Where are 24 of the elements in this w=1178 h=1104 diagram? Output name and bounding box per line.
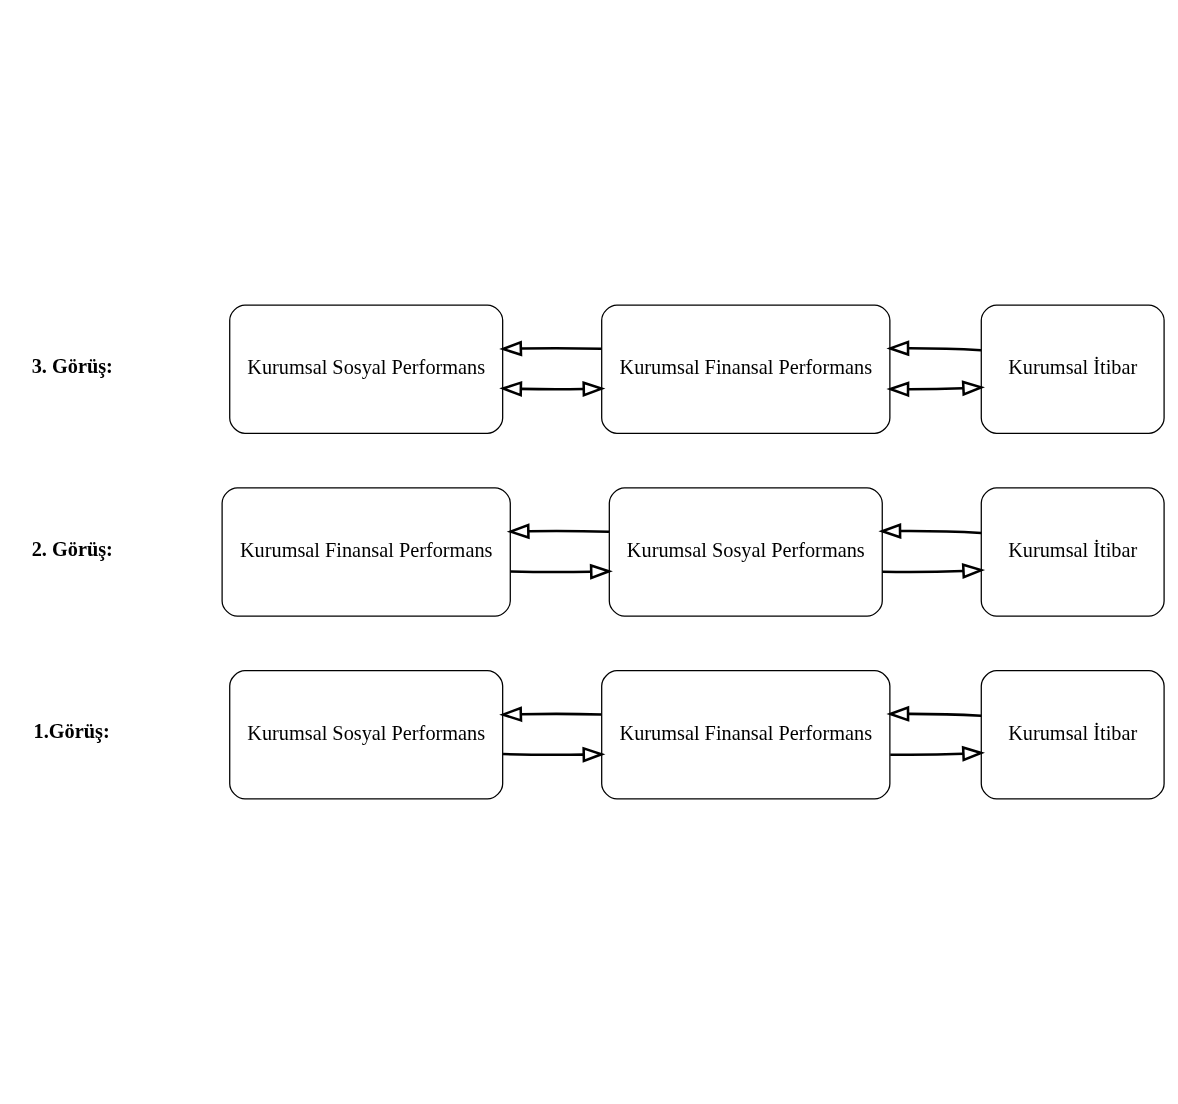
arrow [890,745,985,762]
node-box: Kurumsal Finansal Performans [601,670,891,800]
node-box: Kurumsal Sosyal Performans [229,304,504,434]
node-box: Kurumsal Sosyal Performans [229,670,504,800]
arrow [506,523,610,540]
arrow [886,340,982,357]
arrow [886,380,985,398]
node-box: Kurumsal Finansal Performans [221,487,511,617]
arrow [499,340,602,357]
node-box: Kurumsal İtibar [980,304,1165,434]
arrow [499,380,606,398]
node-box: Kurumsal İtibar [980,487,1165,617]
node-box: Kurumsal Sosyal Performans [608,487,883,617]
node-box: Kurumsal Finansal Performans [601,304,891,434]
arrow [886,705,982,722]
arrow [878,523,982,540]
node-box: Kurumsal İtibar [980,670,1165,800]
label: 3. Görüş: [31,354,113,377]
arrow [882,563,986,579]
label: 1.Görüş: [33,720,110,743]
arrow [510,563,613,580]
arrow [503,746,606,763]
arrow [499,706,602,723]
label: 2. Görüş: [31,537,113,560]
